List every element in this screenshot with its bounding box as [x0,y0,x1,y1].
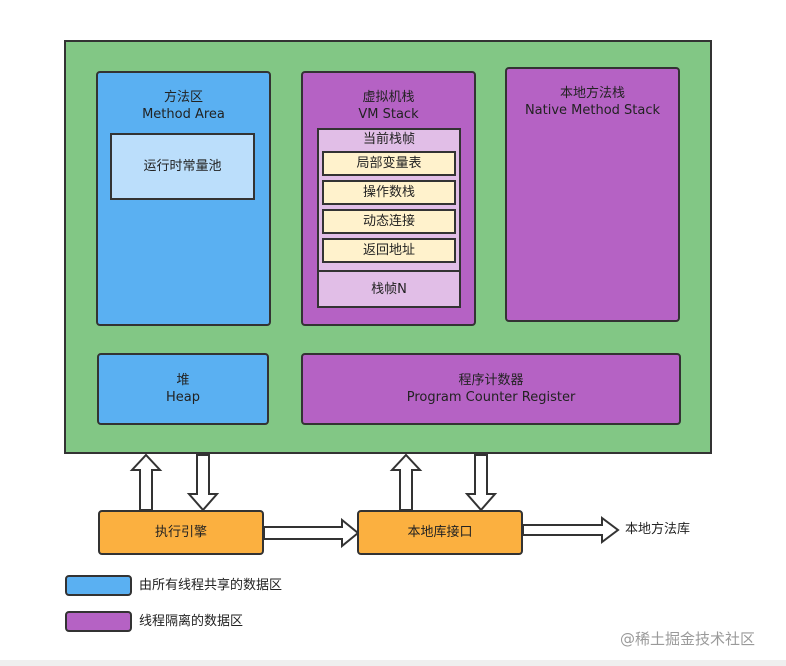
native-method-stack-title-cn: 本地方法栈 [559,86,625,101]
up-arrow-icon [389,453,423,511]
frame-item-operand-stack: 操作数栈 [322,180,456,205]
stack-frame-n-label: 栈帧N [371,281,407,297]
method-area: 方法区 Method Area 运行时常量池 [96,71,271,326]
down-arrow-icon [464,454,498,512]
vm-stack: 虚拟机栈 VM Stack 当前栈帧 局部变量表 操作数栈 动态连接 返回地址 … [301,71,476,326]
frame-item-dynamic-linking: 动态连接 [322,209,456,234]
vm-stack-title-en: VM Stack [358,107,419,122]
frame-item-label: 动态连接 [362,214,415,229]
pc-register-title-en: Program Counter Register [406,390,576,405]
stack-frame-n: 栈帧N [317,270,461,308]
heap-title-cn: 堆 [176,373,190,388]
native-method-stack-title-en: Native Method Stack [524,103,661,118]
vm-stack-title: 虚拟机栈 VM Stack [303,89,474,123]
method-area-title: 方法区 Method Area [98,89,269,123]
native-method-library-label: 本地方法库 [625,522,691,537]
native-library-interface: 本地库接口 [357,510,523,555]
current-stack-frame-label: 当前栈帧 [362,132,415,147]
frame-item-label: 局部变量表 [356,156,422,171]
runtime-constant-pool-label: 运行时常量池 [143,159,222,174]
native-method-stack: 本地方法栈 Native Method Stack [505,67,680,322]
right-arrow-icon [263,517,360,549]
runtime-constant-pool: 运行时常量池 [110,133,255,200]
legend-shared-label: 由所有线程共享的数据区 [139,578,283,593]
frame-item-local-variables: 局部变量表 [322,151,456,176]
down-arrow-icon [186,454,220,512]
execution-engine-label: 执行引擎 [154,525,207,540]
native-method-stack-title: 本地方法栈 Native Method Stack [507,85,678,119]
legend-isolated-swatch [65,611,132,632]
pc-register-title-cn: 程序计数器 [458,373,524,388]
heap: 堆 Heap [97,353,269,425]
legend-isolated-label: 线程隔离的数据区 [139,614,244,629]
method-area-title-cn: 方法区 [163,90,203,105]
frame-item-label: 返回地址 [362,243,415,258]
bottom-divider [0,660,786,666]
legend-shared-swatch [65,575,132,596]
watermark: @稀土掘金技术社区 [620,630,756,648]
right-arrow-icon [522,516,620,544]
execution-engine: 执行引擎 [98,510,264,555]
method-area-title-en: Method Area [142,107,225,122]
heap-title-en: Heap [166,390,200,405]
frame-item-return-address: 返回地址 [322,238,456,263]
frame-item-label: 操作数栈 [362,185,415,200]
current-stack-frame: 当前栈帧 局部变量表 操作数栈 动态连接 返回地址 [317,128,461,272]
up-arrow-icon [129,453,163,511]
program-counter-register: 程序计数器 Program Counter Register [301,353,681,425]
native-library-interface-label: 本地库接口 [407,525,473,540]
vm-stack-title-cn: 虚拟机栈 [362,90,415,105]
